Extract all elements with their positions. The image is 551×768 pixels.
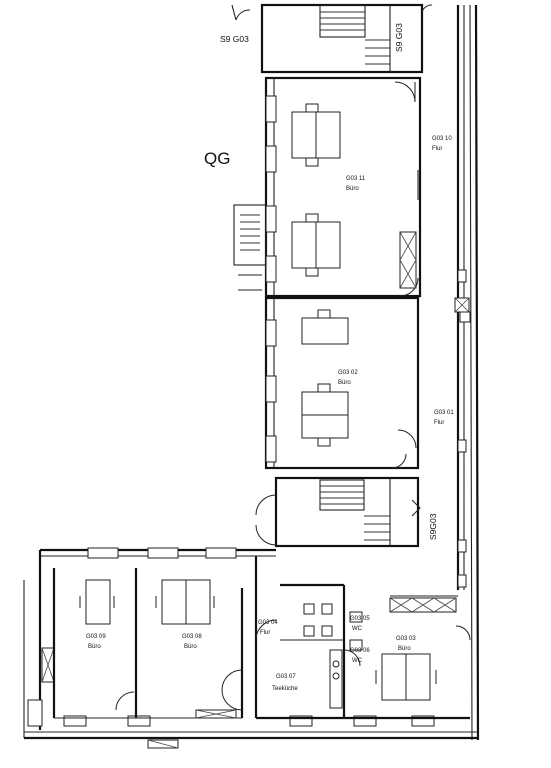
room-g0307-number: G03 07 — [276, 674, 296, 680]
room-g0303-name: Büro — [398, 646, 411, 652]
hatched-columns — [454, 297, 471, 323]
room-g0307-name: Teeküche — [272, 686, 298, 692]
room-g0305-number: G03 05 — [350, 616, 370, 622]
side-stair — [233, 204, 267, 291]
room-g0306-number: G03 06 — [350, 648, 370, 654]
rooms-lower-right-walls — [221, 556, 471, 720]
stair-label-top-left: S9 G03 — [220, 34, 249, 44]
room-g0311-number: G03 11 — [346, 176, 366, 182]
room-g0306-name: WC — [352, 658, 363, 664]
room-g0309-number: G03 09 — [86, 634, 106, 640]
section-label: QG — [204, 149, 230, 168]
room-g0302-name: Büro — [338, 380, 351, 386]
room-g0304-name: Flur — [260, 630, 270, 636]
room-g0311-name: Büro — [346, 186, 359, 192]
room-g0301-number: G03 01 — [434, 410, 454, 416]
room-g0310-name: Flur — [432, 146, 442, 152]
lower-wing-walls — [23, 547, 478, 749]
rooms-g0309-g0308-walls — [52, 568, 244, 719]
room-g0301-name: Flur — [434, 420, 444, 426]
top-stair-block: S9 G03 S9 G03 — [220, 3, 433, 74]
stair-label-middle: S9G03 — [428, 513, 438, 540]
middle-stair-block: S9G03 — [255, 476, 438, 548]
room-g0311-walls — [264, 76, 422, 298]
room-g0308-number: G03 08 — [182, 634, 202, 640]
stair-label-top-right: S9 G03 — [394, 23, 404, 52]
room-g0302-number: G03 02 — [338, 370, 358, 376]
labels: QG G03 10 Flur G03 11 Büro G03 02 Büro G… — [86, 136, 454, 692]
room-g0302-walls — [264, 296, 420, 470]
room-g0308-name: Büro — [184, 644, 197, 650]
room-g0309-name: Büro — [88, 644, 101, 650]
east-corridor-walls — [456, 4, 480, 741]
room-g0303-number: G03 03 — [396, 636, 416, 642]
room-g0305-name: WC — [352, 626, 363, 632]
room-g0304-number: G03 04 — [258, 620, 278, 626]
room-g0310-number: G03 10 — [432, 136, 452, 142]
